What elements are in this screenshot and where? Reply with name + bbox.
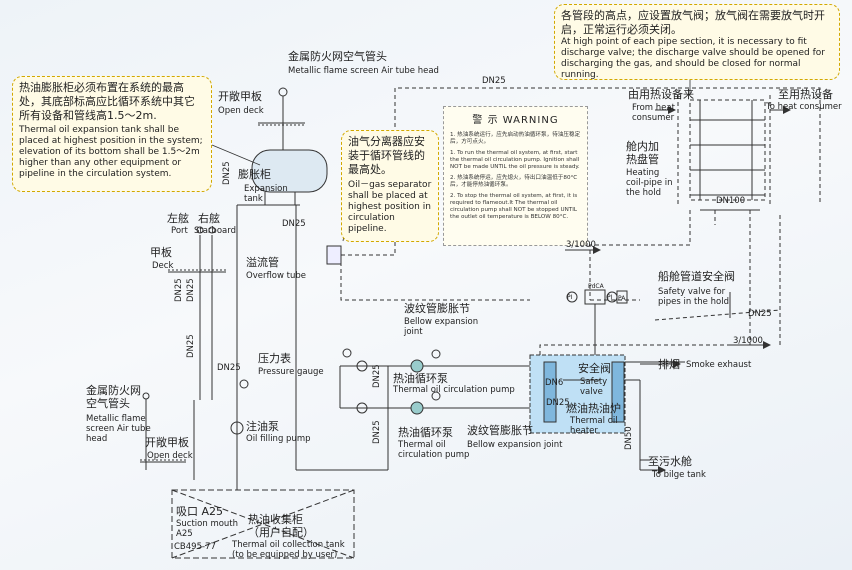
dn50-label: DN50: [624, 426, 634, 450]
discharge-valve-note: 各管段的高点，应设置放气阀；放气阀在需要放气时开启，正常运行必须关闭。 At h…: [554, 4, 840, 80]
collection-tank-en: Thermal oil collection tank (to be equip…: [232, 540, 345, 560]
collection-tank: [171, 489, 355, 559]
collection-tank-zh: 热油收集柜 （用户自配）: [248, 513, 314, 539]
overflow-tube-zh: 溢流管: [246, 256, 279, 269]
expansion-note-zh: 热油膨胀柜必须布置在系统的最高处，其底部标高应比循环系统中其它所有设备和管线高1…: [19, 81, 195, 122]
to-consumer-en: To heat consumer: [766, 102, 842, 112]
dn25-label-i: DN25: [546, 398, 570, 408]
suction-mouth-zh: 吸口 A25: [176, 505, 224, 518]
warning-title: 警 示 WARNING: [472, 115, 559, 126]
pa-label: PA: [618, 295, 626, 302]
slope-label-2: 3/1000: [733, 336, 763, 346]
bilge-zh: 至污水舱: [648, 455, 692, 468]
filling-pump-zh: 注油泵: [246, 420, 279, 433]
flame-head-bot-zh: 金属防火网 空气管头: [86, 384, 141, 410]
heating-coil-zh: 舱内加 热盘管: [626, 140, 659, 166]
open-deck-bot-en: Open deck: [147, 451, 193, 461]
dn25-label-j: DN25: [748, 309, 772, 319]
warning-p1-zh: 1. 热油系统运行，应先启动热油循环泵，待油压稳定后，方可点火。: [450, 132, 581, 145]
dn25-label-g: DN25: [372, 364, 382, 388]
dn25-label-h: DN25: [372, 420, 382, 444]
expansion-tank-zh: 膨胀柜: [238, 168, 271, 181]
circ-pump-bot-zh: 热油循环泵: [398, 426, 453, 439]
dn25-label-a: DN25: [222, 161, 232, 185]
smoke-exhaust-zh: 排烟: [658, 358, 680, 371]
from-consumer-en: From heat consumer: [632, 103, 675, 123]
warning-p2-en: 2. To stop the thermal oil system, at fi…: [450, 193, 578, 220]
flame-head-bot-en: Metallic flame screen Air tube head: [86, 414, 151, 444]
slope-label-1: 3/1000: [566, 240, 596, 250]
from-consumer-zh: 由用热设备来: [628, 88, 694, 101]
pi-label-1: PI: [567, 294, 573, 301]
dn25-label-c: DN25: [174, 278, 184, 302]
separator-note-en: Oil－gas separator shall be placed at hig…: [348, 180, 432, 234]
discharge-note-en: At high point of each pipe section, it i…: [561, 37, 825, 80]
circ-pump-bot-en: Thermal oil circulation pump: [398, 440, 470, 460]
bellows-bot-en: Bellow expansion joint: [467, 440, 563, 450]
dn25-label-d: DN25: [186, 278, 196, 302]
open-deck-bot-zh: 开敞甲板: [145, 436, 189, 449]
safety-valve-en: Safety valve: [580, 377, 608, 397]
warning-box: 警 示 WARNING 1. 热油系统运行，应先启动热油循环泵，待油压稳定后，方…: [443, 106, 588, 246]
overflow-tube-en: Overflow tube: [246, 271, 306, 281]
dn25-label-b: DN25: [282, 219, 306, 229]
expansion-tank-en: Expansion tank: [244, 184, 288, 204]
to-consumer-zh: 至用热设备: [778, 88, 833, 101]
bellows-top-en: Bellow expansion joint: [404, 317, 479, 337]
dn25-top: DN25: [482, 76, 506, 86]
dn6-label: DN6: [545, 378, 564, 388]
suction-mouth-en: Suction mouth A25: [176, 519, 239, 539]
flame-head-top-en: Metallic flame screen Air tube head: [288, 66, 439, 76]
open-deck-top-zh: 开敞甲板: [218, 90, 262, 103]
flame-head-top-zh: 金属防火网空气管头: [288, 50, 387, 63]
safety-hold-en: Safety valve for pipes in the hold: [658, 287, 729, 307]
bilge-en: To bilge tank: [652, 470, 706, 480]
separator-note: 油气分离器应安装于循环管线的最高处。 Oil－gas separator sha…: [341, 130, 439, 242]
discharge-note-zh: 各管段的高点，应设置放气阀；放气阀在需要放气时开启，正常运行必须关闭。: [561, 9, 825, 36]
heating-coil-en: Heating coil-pipe in the hold: [626, 168, 673, 198]
separator-note-zh: 油气分离器应安装于循环管线的最高处。: [348, 135, 425, 176]
pressure-gauge-zh: 压力表: [258, 352, 291, 365]
pressure-gauge-en: Pressure gauge: [258, 367, 324, 377]
expansion-tank-note: 热油膨胀柜必须布置在系统的最高处，其底部标高应比循环系统中其它所有设备和管线高1…: [12, 76, 212, 192]
cb-code: CB495-77: [174, 542, 216, 552]
port-en: Port: [171, 226, 188, 236]
dn25-label-e: DN25: [186, 334, 196, 358]
port-zh: 左舷: [167, 212, 189, 225]
air-tube-head-top: [278, 87, 288, 97]
safety-valve-zh: 安全阀: [578, 362, 611, 375]
circ-pump-top-en: Thermal oil circulation pump: [393, 385, 515, 395]
warning-p2-zh: 2. 热油系统停运，应先熄火，待出口油温低于80°C后，才能停热油循环泵。: [450, 175, 578, 188]
oil-filling-pump: [230, 421, 244, 435]
smoke-exhaust-en: Smoke exhaust: [686, 360, 752, 370]
bellows-top-zh: 波纹管膨胀节: [404, 302, 470, 315]
heater-zh: 燃油热油炉: [566, 402, 621, 415]
warning-p1-en: 1. To run the thermal oil system, at fir…: [450, 150, 580, 170]
circ-pump-top-zh: 热油循环泵: [393, 372, 448, 385]
pi-label-2: PI: [607, 294, 613, 301]
open-deck-top-en: Open deck: [218, 106, 264, 116]
deck-en: Deck: [152, 261, 174, 271]
oil-gas-separator: [326, 245, 342, 265]
expansion-note-en: Thermal oil expansion tank shall be plac…: [19, 125, 203, 179]
dn25-label-f: DN25: [217, 363, 241, 373]
bellows-bot-zh: 波纹管膨胀节: [467, 424, 533, 437]
starboard-zh: 右舷: [198, 212, 220, 225]
pdca-label: PdCA: [588, 283, 604, 290]
heater-en: Thermal oil heater: [570, 416, 618, 436]
starboard-en: Starboard: [194, 226, 236, 236]
deck-zh: 甲板: [150, 246, 172, 259]
filling-pump-en: Oil filling pump: [246, 434, 311, 444]
expansion-tank: [251, 149, 328, 193]
dn100-label: DN100: [716, 196, 746, 206]
safety-hold-zh: 船舱管道安全阀: [658, 270, 735, 283]
